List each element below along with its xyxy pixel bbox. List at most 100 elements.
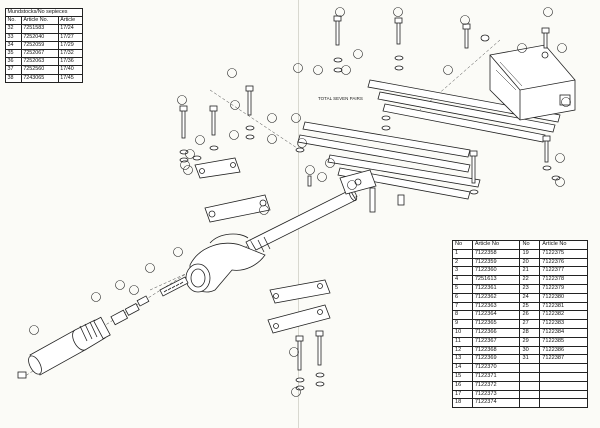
flat-bar-set xyxy=(297,79,561,200)
table-cell: 7122370 xyxy=(471,363,521,373)
parts-header: Article No xyxy=(539,240,588,250)
table-cell: 7122384 xyxy=(539,327,588,338)
table-cell: 1 xyxy=(452,248,473,259)
table-cell: 10 xyxy=(452,327,473,338)
mouthpiece-body xyxy=(17,316,111,379)
table-cell: 7122385 xyxy=(539,336,588,347)
table-cell: 30 xyxy=(519,345,541,356)
table-cell xyxy=(539,398,588,409)
table-cell xyxy=(519,371,541,382)
table-cell: 28 xyxy=(519,327,541,338)
table-cell: 25 xyxy=(519,301,541,312)
table-cell xyxy=(539,380,588,391)
legend-caption: Mundstocks/No sepieces xyxy=(5,7,83,18)
table-cell xyxy=(539,371,588,382)
table-cell: 7251613 xyxy=(471,275,521,285)
table-cell: 24 xyxy=(519,292,541,303)
table-cell xyxy=(519,389,541,400)
table-cell: 9 xyxy=(452,319,473,329)
table-cell: 7 xyxy=(452,301,473,312)
table-cell: 7122365 xyxy=(471,319,521,329)
table-cell: 26 xyxy=(519,310,541,321)
table-cell: 6 xyxy=(452,292,473,303)
parts-header: Article No xyxy=(471,240,521,250)
table-cell: 2 xyxy=(452,257,473,268)
table-cell xyxy=(519,380,541,391)
table-cell xyxy=(519,363,541,373)
table-cell: 23 xyxy=(519,283,541,294)
table-cell: 7122364 xyxy=(471,310,521,321)
yoke-fork xyxy=(185,233,266,293)
table-cell xyxy=(539,363,588,373)
table-cell: 14 xyxy=(452,363,473,373)
table-cell: 12 xyxy=(452,345,473,356)
table-cell: 27 xyxy=(519,319,541,329)
table-cell: 7122376 xyxy=(539,257,588,268)
table-cell: 7122366 xyxy=(471,327,521,338)
table-cell: 7122387 xyxy=(539,354,588,365)
table-cell: 8 xyxy=(452,310,473,321)
table-cell: 15 xyxy=(452,371,473,382)
table-cell: 7122383 xyxy=(539,319,588,329)
table-cell: 7122378 xyxy=(539,275,588,285)
table-cell: 7122379 xyxy=(539,283,588,294)
page-fold-line xyxy=(298,0,299,428)
table-cell: 18 xyxy=(452,398,473,409)
table-cell: 7122363 xyxy=(471,301,521,312)
table-cell: 13 xyxy=(452,354,473,365)
table-cell: 17 xyxy=(452,389,473,400)
drawing-note: TOTAL SEVEN PAIRS xyxy=(318,96,363,101)
link-plates xyxy=(194,157,331,334)
parts-header: No xyxy=(452,240,473,250)
table-cell xyxy=(519,398,541,409)
table-cell: 7122358 xyxy=(471,248,521,259)
table-cell: 7122377 xyxy=(539,266,588,277)
bolts-left xyxy=(179,15,551,371)
table-cell: 31 xyxy=(519,354,541,365)
spring-rod xyxy=(159,276,189,297)
table-cell: 16 xyxy=(452,380,473,391)
table-cell: 20 xyxy=(519,257,541,268)
table-cell: 4 xyxy=(452,275,473,285)
table-cell: 19 xyxy=(519,248,541,259)
table-cell: 7122369 xyxy=(471,354,521,365)
mouthpiece-legend-table: Mundstocks/No sepieces No. Article No. A… xyxy=(5,7,84,83)
parts-header: No xyxy=(519,240,541,250)
small-fittings xyxy=(110,295,150,326)
table-cell: 5 xyxy=(452,283,473,294)
table-cell: 7122360 xyxy=(471,266,521,277)
table-cell: 7122371 xyxy=(471,371,521,382)
table-cell: 29 xyxy=(519,336,541,347)
table-cell: 11 xyxy=(452,336,473,347)
table-cell: 7122368 xyxy=(471,345,521,356)
table-cell: 7122375 xyxy=(539,248,588,259)
table-cell: 7122374 xyxy=(471,398,521,409)
table-cell: 7122372 xyxy=(471,380,521,391)
